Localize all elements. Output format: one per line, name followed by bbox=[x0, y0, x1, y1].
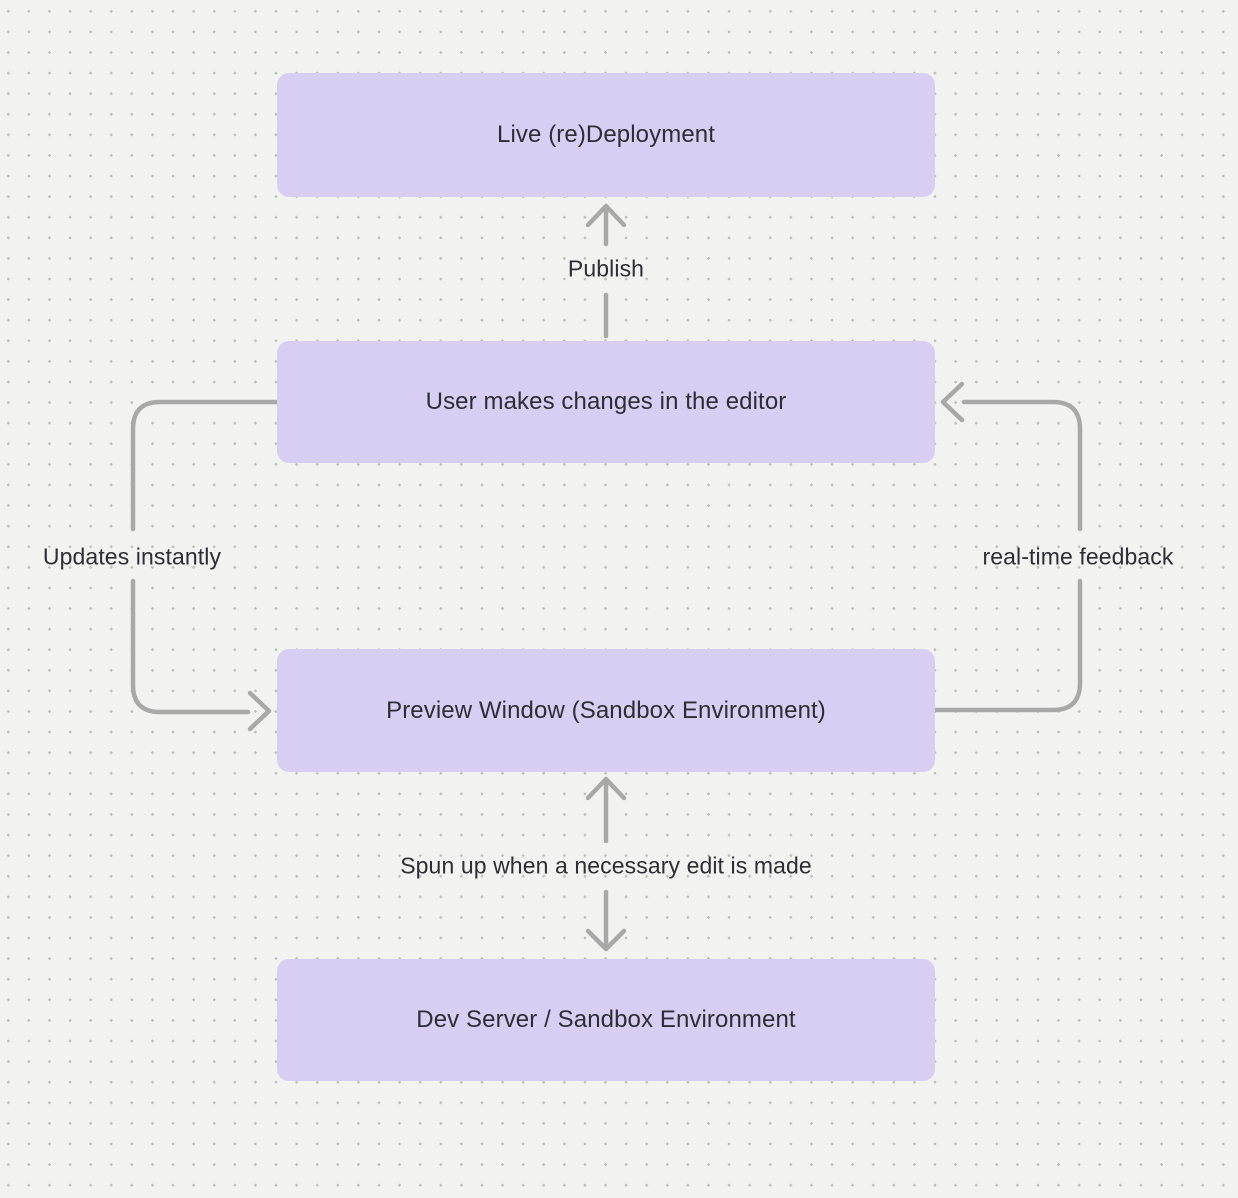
node-dev-server[interactable]: Dev Server / Sandbox Environment bbox=[277, 959, 935, 1081]
node-user-editor[interactable]: User makes changes in the editor bbox=[277, 341, 935, 463]
edge-label-publish: Publish bbox=[567, 255, 645, 282]
edge-label-spun-up: Spun up when a necessary edit is made bbox=[400, 852, 812, 879]
edge-label-updates-instantly: Updates instantly bbox=[42, 543, 222, 570]
node-label: User makes changes in the editor bbox=[425, 388, 787, 415]
node-label: Preview Window (Sandbox Environment) bbox=[386, 696, 826, 724]
node-preview-window[interactable]: Preview Window (Sandbox Environment) bbox=[277, 649, 935, 772]
node-label: Live (re)Deployment bbox=[497, 121, 715, 148]
node-live-redeployment[interactable]: Live (re)Deployment bbox=[277, 73, 935, 197]
node-label: Dev Server / Sandbox Environment bbox=[416, 1006, 796, 1033]
edge-label-real-time-feedback: real-time feedback bbox=[982, 543, 1174, 570]
